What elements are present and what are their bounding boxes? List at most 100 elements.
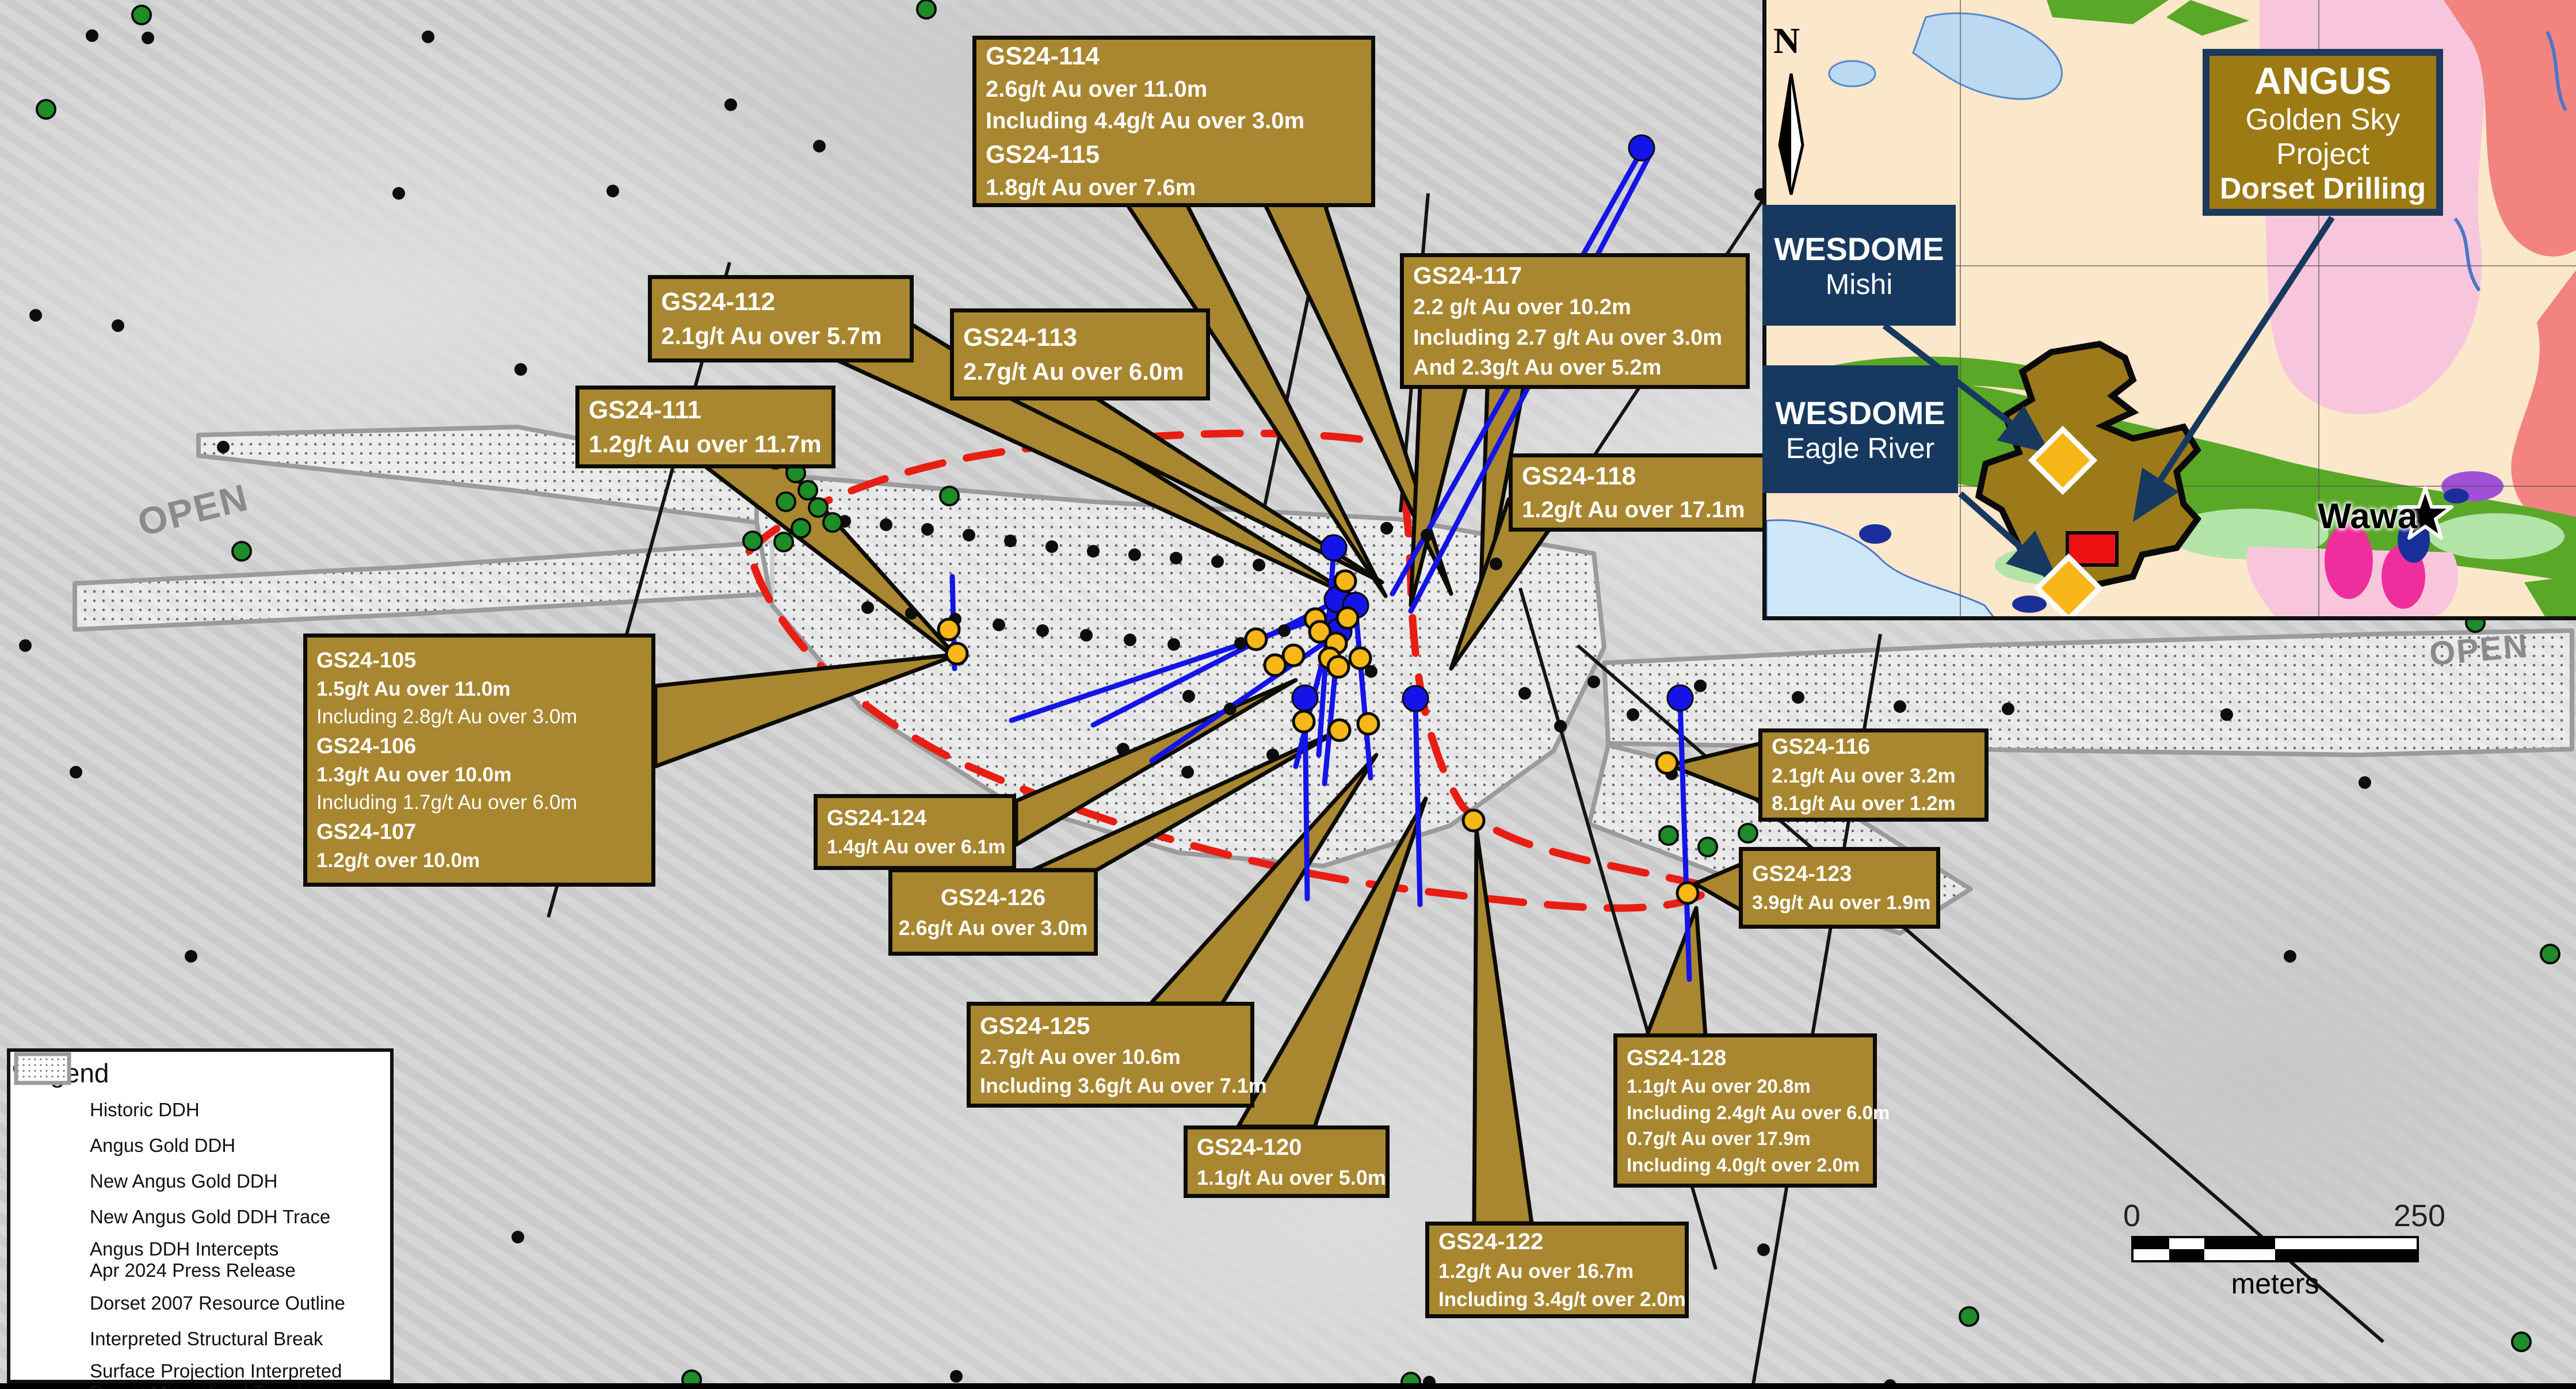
historic-ddh-dot bbox=[1694, 680, 1707, 692]
callout-intercept-value: Including 3.6g/t Au over 7.1m bbox=[980, 1073, 1267, 1097]
legend-item: Surface Projection InterpretedDorset Min… bbox=[14, 1052, 387, 1389]
angus-gold-ddh-dot bbox=[2511, 1331, 2532, 1352]
angus-gold-ddh-dot bbox=[742, 531, 763, 551]
ddh-trace bbox=[1149, 629, 1344, 764]
historic-ddh-dot bbox=[1627, 708, 1639, 721]
historic-ddh-dot bbox=[606, 185, 619, 197]
inset-pointer-arrow bbox=[2132, 215, 2335, 522]
ddh-trace bbox=[1009, 604, 1356, 723]
callout-hole-id: GS24-114 bbox=[986, 41, 1100, 70]
callout-hole-id: GS24-113 bbox=[963, 323, 1078, 352]
historic-ddh-dot bbox=[2359, 776, 2371, 789]
wesdome-mine-diamond bbox=[2028, 425, 2098, 495]
historic-ddh-dot bbox=[2284, 950, 2296, 963]
callout-GS24-112: GS24-112 2.1g/t Au over 5.7m bbox=[648, 275, 914, 362]
angus-gold-ddh-dot bbox=[1658, 825, 1679, 846]
callout-hole-id: GS24-124 bbox=[827, 806, 927, 831]
callout-intercept-value: 1.2g/t Au over 16.7m bbox=[1438, 1260, 1634, 1283]
angus-gold-ddh-dot bbox=[791, 518, 811, 539]
callout-hole-id: GS24-112 bbox=[661, 287, 776, 316]
legend-item: Interpreted Structural Break bbox=[13, 1067, 387, 1357]
inset-pointer-arrow bbox=[1958, 491, 2059, 581]
historic-ddh-dot bbox=[1045, 540, 1058, 553]
historic-ddh-dot bbox=[86, 29, 98, 42]
wesdome-mine-diamond bbox=[2033, 553, 2104, 616]
legend-item: Dorset 2007 Resource Outline bbox=[13, 1066, 387, 1321]
angus-golden-sky-label: ANGUS Golden Sky Project Dorset Drilling bbox=[2203, 49, 2443, 216]
angus-gold-ddh-dot bbox=[131, 5, 152, 25]
angus-gold-ddh-dot bbox=[808, 497, 829, 518]
historic-ddh-dot bbox=[1234, 637, 1247, 650]
historic-ddh-dot bbox=[1266, 749, 1279, 761]
historic-ddh-dot bbox=[1004, 535, 1017, 547]
wesdome-eagle-river-label: WESDOME Eagle River bbox=[1762, 365, 1958, 493]
new-angus-gold-ddh-dot bbox=[1320, 534, 1348, 562]
ddh-trace bbox=[1090, 598, 1339, 728]
historic-ddh-dot bbox=[921, 523, 934, 536]
historic-ddh-dot bbox=[2220, 708, 2233, 721]
angus-gold-ddh-dot bbox=[773, 532, 794, 552]
image-bottom-border bbox=[0, 1383, 2576, 1389]
wawa-town-label: Wawa bbox=[2318, 497, 2418, 536]
historic-ddh-dot bbox=[29, 309, 42, 322]
historic-ddh-dot bbox=[1087, 545, 1100, 558]
historic-ddh-dot bbox=[512, 1231, 524, 1243]
historic-ddh-dot bbox=[1224, 703, 1237, 715]
angus-ddh-intercept-dot bbox=[1348, 646, 1372, 670]
wesdome-mishi-label: WESDOME Mishi bbox=[1762, 205, 1956, 326]
angus-ddh-intercept-dot bbox=[1327, 718, 1352, 742]
legend-item-label: Interpreted Structural Break bbox=[90, 1327, 323, 1349]
angus-ddh-intercept-dot bbox=[1292, 709, 1316, 734]
callout-intercept-value: Including 4.0g/t over 2.0m bbox=[1627, 1154, 1860, 1176]
callout-intercept-value: Including 3.4g/t over 2.0m bbox=[1438, 1288, 1686, 1311]
callout-intercept-value: 1.2g/t Au over 11.7m bbox=[589, 430, 822, 458]
legend-item: New Angus Gold DDH bbox=[21, 1056, 387, 1199]
callout-leader bbox=[1472, 827, 1534, 1226]
scale-bar: 0 250 meters bbox=[2123, 1198, 2445, 1300]
callout-intercept-value: 1.5g/t Au over 11.0m bbox=[316, 678, 511, 701]
ddh-trace bbox=[1413, 699, 1423, 907]
historic-ddh-dot bbox=[1365, 665, 1377, 678]
dorset-target-rect bbox=[2066, 531, 2119, 567]
historic-ddh-dot bbox=[1080, 629, 1093, 642]
angus-gold-ddh-dot bbox=[1697, 837, 1718, 857]
callout-intercept-value: 2.1g/t Au over 5.7m bbox=[661, 322, 882, 350]
callout-intercept-value: 2.1g/t Au over 3.2m bbox=[1772, 764, 1956, 787]
historic-ddh-dot bbox=[880, 518, 892, 531]
historic-ddh-dot bbox=[1124, 634, 1136, 646]
angus-gold-ddh-dot bbox=[231, 541, 252, 562]
historic-ddh-dot bbox=[813, 140, 826, 152]
angus-ddh-intercept-dot bbox=[1263, 653, 1287, 677]
historic-ddh-dot bbox=[19, 639, 32, 652]
callout-hole-id: GS24-107 bbox=[316, 819, 417, 844]
angus-ddh-intercept-dot bbox=[1676, 881, 1700, 905]
angus-gold-ddh-dot bbox=[1738, 823, 1758, 844]
callout-intercept-value: 1.8g/t Au over 7.6m bbox=[986, 175, 1196, 201]
historic-ddh-dot bbox=[514, 363, 527, 376]
legend-title: Legend bbox=[21, 1058, 387, 1089]
inset-map-graphics bbox=[1766, 0, 2576, 616]
mineralized-trend-band bbox=[1602, 628, 2574, 757]
scalebar-bar bbox=[2131, 1236, 2419, 1262]
historic-ddh-dot bbox=[724, 98, 737, 111]
angus-ddh-intercept-dot bbox=[1244, 627, 1268, 651]
ddh-trace bbox=[1677, 699, 1692, 982]
ddh-trace bbox=[1353, 606, 1373, 781]
callout-hole-id: GS24-128 bbox=[1627, 1045, 1727, 1070]
legend-item: New Angus Gold DDH Trace bbox=[13, 1066, 387, 1235]
historic-ddh-dot bbox=[1117, 743, 1129, 755]
historic-ddh-dot bbox=[950, 1370, 963, 1383]
new-angus-gold-ddh-dot bbox=[1666, 684, 1694, 712]
historic-ddh-dot bbox=[1490, 558, 1502, 570]
callout-intercept-value: 8.1g/t Au over 1.2m bbox=[1772, 792, 1956, 815]
angus-gold-ddh-dot bbox=[1959, 1306, 1979, 1327]
angus-ddh-intercept-dot bbox=[1461, 808, 1486, 833]
